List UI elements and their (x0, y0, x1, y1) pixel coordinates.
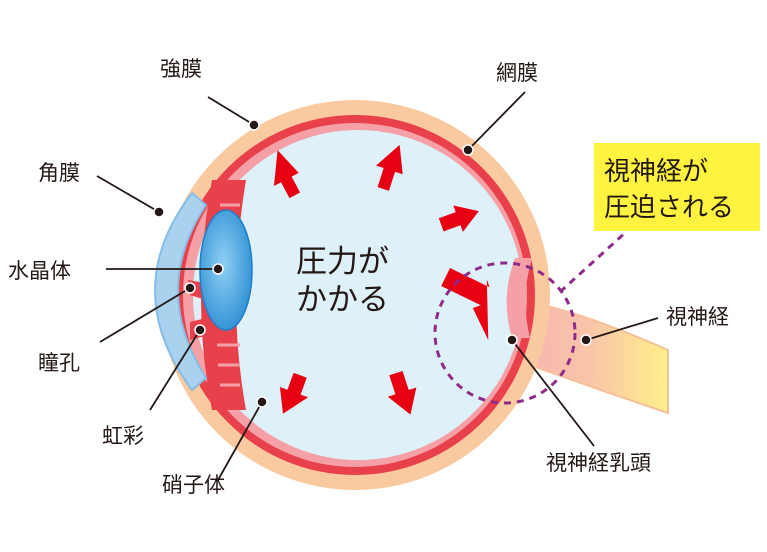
arrow-right (438, 205, 479, 232)
vitreous-leader (217, 401, 263, 481)
cornea-shape (154, 191, 208, 392)
callout-dashed-line (558, 230, 628, 294)
cornea-leader (96, 175, 160, 213)
center-text-line1: 圧力が (296, 244, 389, 280)
cornea-dot (153, 206, 165, 218)
retina-dot (462, 144, 474, 156)
optic-disc-leader (511, 339, 595, 447)
sclera-leader (207, 96, 255, 126)
pupil-leader (99, 287, 191, 343)
arrow-optic-disc (441, 267, 490, 341)
label-retina: 網膜 (496, 61, 538, 85)
iris-leader (149, 329, 201, 411)
label-optic-disc: 視神経乳頭 (546, 451, 651, 475)
arrow-down-right (387, 370, 417, 415)
optic-nerve-leader (585, 317, 659, 341)
optic-nerve-dot (580, 334, 592, 346)
lens-shape (199, 209, 253, 331)
center-text-line2: かかる (296, 282, 389, 318)
arrow-up-left (273, 150, 301, 199)
label-cornea: 角膜 (38, 161, 80, 185)
pupil-dot (184, 282, 196, 294)
optic-disc-shape (506, 258, 532, 338)
callout-line2: 圧迫される (604, 193, 734, 223)
retina-leader (467, 91, 526, 151)
optic-disc-dot (506, 334, 518, 346)
optic-disc-highlight-circle (433, 261, 577, 405)
sclera-dot (248, 119, 260, 131)
vitreous-dot (256, 396, 268, 408)
callout-box (594, 143, 760, 231)
iris-dot (194, 324, 206, 336)
label-lens: 水晶体 (8, 259, 71, 283)
arrow-down-left (279, 372, 309, 414)
label-iris: 虹彩 (102, 424, 144, 448)
vitreous-shape (193, 130, 523, 460)
label-optic-nerve: 視神経 (666, 305, 729, 329)
label-pupil: 瞳孔 (38, 351, 80, 375)
pressure-arrows (273, 144, 490, 415)
lens-dot (212, 263, 224, 275)
label-vitreous: 硝子体 (162, 473, 225, 497)
arrow-up-right (376, 144, 403, 191)
label-sclera: 強膜 (160, 57, 202, 81)
callout-line1: 視神経が (604, 157, 708, 187)
